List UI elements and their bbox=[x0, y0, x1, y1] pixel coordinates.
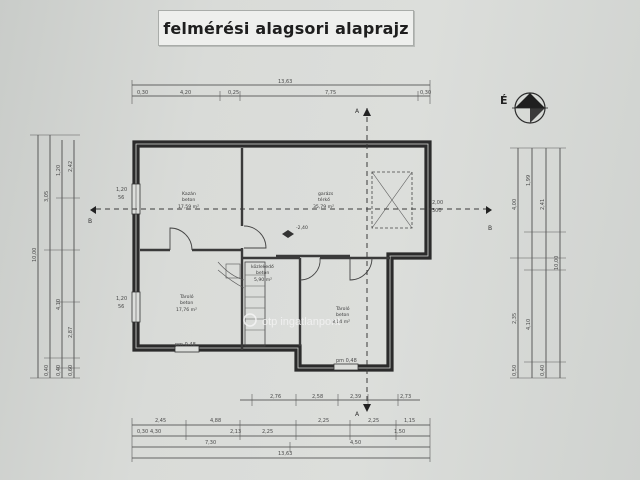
section-mark-b-right: B bbox=[488, 225, 492, 232]
north-arrow-icon: É bbox=[500, 92, 548, 124]
room-tarolo1-area: 17,76 m² bbox=[176, 307, 197, 313]
dim-right-e: 2,35 bbox=[512, 313, 518, 324]
room-kazan-name: Kazán bbox=[182, 190, 196, 197]
dim-left-h: 0,60 bbox=[68, 365, 74, 376]
bottom-dimension-chains: 13,63 7,30 4,50 2,45 4,88 2,25 2,25 1,15… bbox=[131, 394, 431, 462]
svg-text:1,20: 1,20 bbox=[116, 187, 127, 193]
dim-top-total: 13,63 bbox=[278, 79, 292, 85]
dim-right-g: 0,50 bbox=[512, 365, 518, 376]
section-mark-b-left: B bbox=[88, 218, 92, 225]
elevation-value: -2,40 bbox=[296, 225, 308, 231]
svg-text:56: 56 bbox=[118, 195, 124, 201]
svg-text:1,50: 1,50 bbox=[394, 429, 405, 435]
garage-door-opening bbox=[371, 171, 413, 229]
dim-right-d: 4,10 bbox=[526, 319, 532, 330]
dim-bottom-d: 4,88 bbox=[210, 418, 221, 424]
staircase bbox=[217, 261, 266, 347]
svg-text:300: 300 bbox=[432, 208, 442, 214]
room-labels: Kazán beton 17,59 m² garázs térkő 35,79 … bbox=[176, 190, 350, 325]
svg-text:56: 56 bbox=[118, 304, 124, 310]
svg-text:1,20: 1,20 bbox=[116, 296, 127, 302]
dim-right-c: 2,41 bbox=[540, 199, 546, 210]
room-kazan-area: 17,59 m² bbox=[178, 204, 199, 210]
dim-left-d: 4,10 bbox=[56, 299, 62, 310]
dim-right-a: 4,00 bbox=[512, 199, 518, 210]
dim-bottom-b: 4,50 bbox=[350, 440, 361, 446]
door-swings bbox=[169, 225, 373, 281]
dim-bottom-c: 2,45 bbox=[155, 418, 166, 424]
svg-text:0,30: 0,30 bbox=[137, 90, 148, 96]
top-dimension-chain: 13,63 4,20 7,75 0,25 0,30 0,30 bbox=[131, 79, 431, 104]
dim-left-a: 3,05 bbox=[44, 191, 50, 202]
room-tarolo1-floor: beton bbox=[180, 300, 193, 306]
dim-right-b: 1,99 bbox=[526, 175, 532, 186]
room-tarolo2-name: Tároló bbox=[335, 305, 350, 312]
dim-bottom-h: 0,30 bbox=[137, 429, 148, 435]
dim-right-f: 0,40 bbox=[540, 365, 546, 376]
plan-title: felmérési alagsori alaprajz bbox=[163, 18, 409, 38]
title-box: felmérési alagsori alaprajz bbox=[158, 10, 414, 46]
dim-bottom-e: 2,25 bbox=[318, 418, 329, 424]
section-mark-a-bottom: A bbox=[355, 411, 360, 418]
room-kozlekedo-name: közlekedő bbox=[251, 264, 274, 270]
svg-text:4,30: 4,30 bbox=[150, 429, 161, 435]
north-label: É bbox=[500, 94, 508, 107]
elevation-mark: -2,40 bbox=[282, 225, 308, 238]
left-dimension-chains: 10,00 3,05 1,20 2,42 4,10 2,87 0,40 0,40… bbox=[30, 134, 80, 379]
dim-bottom-a: 7,30 bbox=[205, 440, 216, 446]
room-garazs-name: garázs bbox=[318, 190, 334, 197]
dim-top-left: 4,20 bbox=[180, 90, 191, 96]
svg-text:2,00: 2,00 bbox=[432, 200, 443, 206]
dim-right-total: 10,00 bbox=[554, 256, 560, 270]
dim-bottom-g: 1,15 bbox=[404, 418, 415, 424]
windows: 1,20 56 1,20 56 pm 0,48 pm 0,48 2,00 300 bbox=[116, 183, 443, 371]
room-kozlekedo-area: 5,90 m² bbox=[254, 277, 272, 283]
dim-bottom-f: 2,25 bbox=[368, 418, 379, 424]
svg-text:0,30: 0,30 bbox=[420, 90, 431, 96]
room-tarolo1-name: Tároló bbox=[179, 293, 194, 300]
svg-text:2,76: 2,76 bbox=[270, 394, 281, 400]
svg-text:2,39: 2,39 bbox=[350, 394, 361, 400]
section-mark-a-top: A bbox=[355, 108, 360, 115]
svg-text:2,25: 2,25 bbox=[262, 429, 273, 435]
svg-text:pm 0,48: pm 0,48 bbox=[175, 342, 196, 348]
room-garazs-area: 35,79 m² bbox=[313, 204, 334, 210]
dim-left-e: 2,87 bbox=[68, 327, 74, 338]
dim-left-total: 10,00 bbox=[32, 248, 38, 262]
watermark-text: otp ingatlanpont bbox=[262, 316, 340, 328]
room-kozlekedo-floor: beton bbox=[256, 270, 269, 276]
svg-text:2,58: 2,58 bbox=[312, 394, 323, 400]
room-garazs-floor: térkő bbox=[318, 196, 330, 203]
svg-text:pm 0,48: pm 0,48 bbox=[336, 358, 357, 364]
room-kazan-floor: beton bbox=[182, 197, 195, 203]
dim-left-g: 0,40 bbox=[56, 365, 62, 376]
svg-text:2,73: 2,73 bbox=[400, 394, 411, 400]
svg-text:0,25: 0,25 bbox=[228, 90, 239, 96]
right-dimension-chains: 4,00 1,99 2,41 10,00 4,10 2,35 0,40 0,50 bbox=[510, 147, 566, 379]
dim-left-b: 1,20 bbox=[56, 165, 62, 176]
dim-left-c: 2,42 bbox=[68, 161, 74, 172]
dim-bottom-total: 13,63 bbox=[278, 451, 292, 457]
dim-top-right: 7,75 bbox=[325, 90, 336, 96]
dim-left-f: 0,40 bbox=[44, 365, 50, 376]
room-tarolo2-area: 8,14 m² bbox=[332, 319, 350, 325]
section-lines: B B A A bbox=[88, 108, 492, 418]
svg-text:2,13: 2,13 bbox=[230, 429, 241, 435]
room-tarolo2-floor: beton bbox=[336, 312, 349, 318]
watermark-logo: otp ingatlanpont bbox=[243, 313, 340, 328]
